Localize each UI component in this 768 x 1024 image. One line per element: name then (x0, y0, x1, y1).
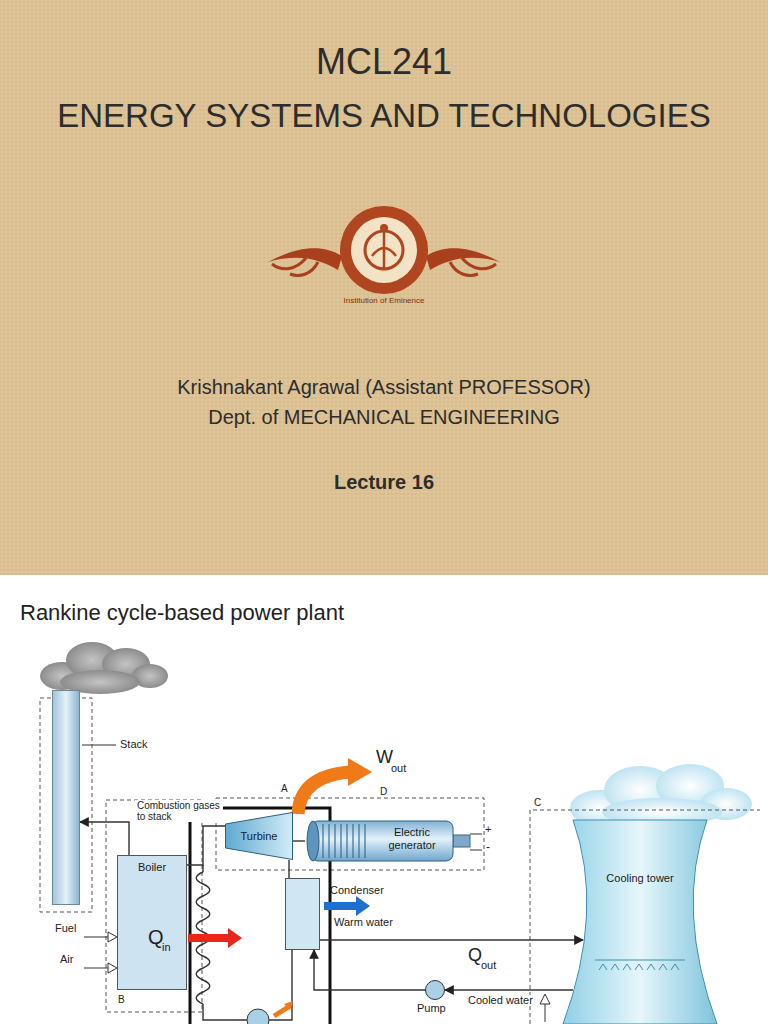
node-label: Condenser (330, 884, 384, 897)
diagram-label: out (481, 959, 496, 971)
node-label: Electric generator (371, 826, 453, 852)
tower-outline (555, 820, 725, 1024)
diagram-label: - (486, 841, 490, 854)
boiler-outline (117, 855, 187, 990)
cycle-boundary (190, 808, 330, 1024)
diagram-label: Fuel (55, 922, 76, 934)
flow-arrow (540, 994, 550, 1004)
flow-connector (445, 989, 573, 990)
diagram-label: D (380, 786, 387, 797)
feed-line (203, 865, 247, 1020)
feed-pump-symbol (247, 1009, 269, 1024)
node-label: Cooling tower (555, 872, 725, 885)
turbine-symbol: Turbine (225, 812, 293, 860)
diagram-label: B (118, 994, 125, 1005)
heat-out-arrow (324, 896, 370, 916)
feed-line (269, 950, 292, 1020)
cooling-tower: Cooling tower (555, 820, 725, 1024)
diagram-label: Air (60, 953, 73, 965)
diagram-label: out (391, 762, 406, 774)
edge-label: Combustion gases to stack (135, 800, 223, 822)
node-label: Pump (417, 1002, 446, 1015)
cond-outline (285, 878, 320, 950)
slide-text: ENERGY SYSTEMS AND TECHNOLOGIES (0, 98, 768, 134)
stack-outline (52, 690, 80, 905)
slide-background (0, 0, 768, 575)
flow-connector (293, 840, 305, 841)
generator-terminal (470, 834, 482, 850)
diagram-label: Q (148, 926, 164, 948)
slide-text: Lecture 16 (0, 471, 768, 493)
work-out-arrow (298, 772, 350, 814)
diagram-label: C (534, 797, 541, 808)
pump-work-arrow (284, 1001, 293, 1010)
fuel-air-arrows (84, 932, 117, 973)
slide-text: Krishnakant Agrawal (Assistant PROFESSOR… (0, 376, 768, 398)
generator-symbol: Electric generator (305, 818, 470, 864)
node-label: Turbine (225, 830, 293, 843)
diagram-label: + (485, 823, 491, 835)
edge-label: Warm water (332, 917, 395, 928)
slide-text: Institution of Eminence (324, 297, 444, 306)
smoke-cloud (40, 642, 168, 694)
slide-text: Rankine cycle-based power plant (20, 601, 344, 625)
flow-connector (80, 822, 129, 855)
flow-connector (320, 939, 583, 940)
pump-symbol: Pump (425, 980, 445, 1000)
chimney-stack: Stack (52, 690, 80, 905)
edge-label: Cooled water (466, 995, 535, 1006)
gen-outline (305, 818, 470, 864)
control-volume-boundary (40, 698, 760, 1024)
diagram-label: W (376, 748, 393, 768)
slide-title: MCL241 (0, 42, 768, 82)
flow-connector (288, 860, 289, 878)
diagram-label: in (162, 941, 171, 953)
work-out-arrow (348, 758, 372, 786)
heat-in-arrow (188, 928, 242, 948)
tower-steam-cloud (570, 764, 752, 826)
diagram-label: Q (468, 946, 482, 966)
flow-connector (187, 826, 225, 865)
institute-logo (268, 206, 500, 294)
flow-connector (314, 950, 425, 990)
node-label: Stack (120, 738, 148, 751)
slide-text: Dept. of MECHANICAL ENGINEERING (0, 406, 768, 428)
node-label: Boiler (117, 861, 187, 874)
pump-outline (425, 980, 445, 1000)
diagram-label: A (281, 783, 288, 794)
boiler-box: Boiler (117, 855, 187, 990)
condenser-box: Condenser (285, 878, 320, 950)
leader-line (82, 745, 116, 746)
